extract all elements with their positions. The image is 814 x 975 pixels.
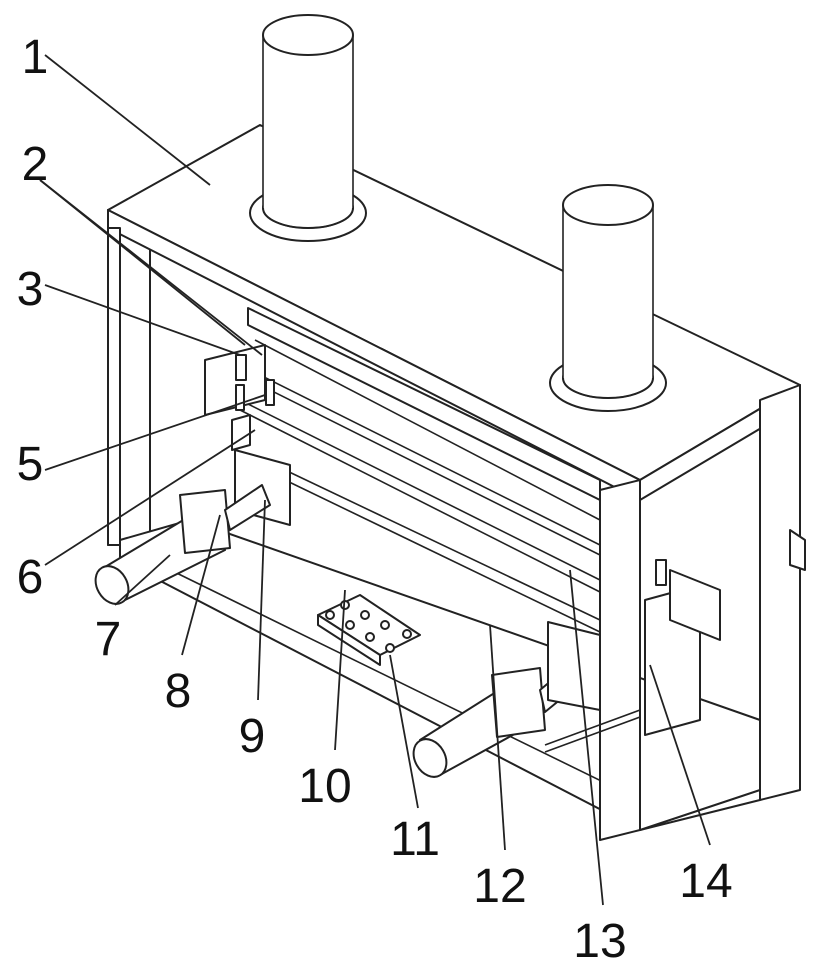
left-leg xyxy=(108,228,120,545)
label-9: 9 xyxy=(239,713,266,761)
label-13: 13 xyxy=(573,918,626,966)
right-rear-leg xyxy=(760,385,800,800)
label-11: 11 xyxy=(390,816,440,864)
rear-cylinder-end xyxy=(790,530,805,570)
spring xyxy=(266,380,274,405)
spring xyxy=(236,385,244,410)
label-5: 5 xyxy=(17,441,44,489)
label-14: 14 xyxy=(679,858,732,906)
label-6: 6 xyxy=(17,554,44,602)
label-10: 10 xyxy=(298,763,351,811)
right-pin xyxy=(656,560,666,585)
cylinder-left xyxy=(250,15,366,241)
right-leg xyxy=(600,480,640,840)
cylinder-right xyxy=(550,185,666,411)
clamp-block xyxy=(232,415,250,450)
label-8: 8 xyxy=(165,668,192,716)
label-1: 1 xyxy=(22,34,49,82)
label-12: 12 xyxy=(473,863,526,911)
label-7: 7 xyxy=(95,616,122,664)
label-3: 3 xyxy=(17,266,44,314)
pin xyxy=(236,355,246,380)
label-2: 2 xyxy=(22,141,49,189)
